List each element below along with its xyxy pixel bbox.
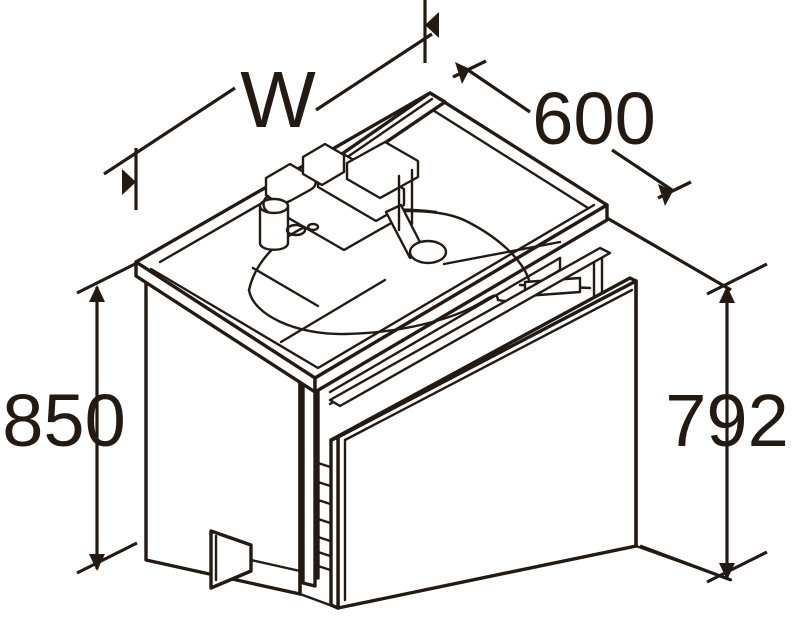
dimension-depth-600: 600 <box>452 59 692 206</box>
dimension-label-height-cabinet: 792 <box>665 379 788 462</box>
pull-out-drawer-front <box>328 246 638 610</box>
accessory-cup-body <box>258 204 290 251</box>
height850-leader-top <box>76 261 138 295</box>
faucet-spout-arm <box>345 140 420 200</box>
drawer-front-left-thickness <box>329 435 340 610</box>
dimension-label-depth: 600 <box>532 77 655 160</box>
width-leader-left <box>103 86 236 176</box>
height850-leader-bottom <box>76 541 138 575</box>
countertop-right-apron <box>313 203 609 394</box>
cabinet-base-edges <box>298 544 733 610</box>
height792-leader-bottom <box>706 550 768 584</box>
accessory-cup-rim <box>258 197 290 215</box>
dimension-width-W: W <box>103 0 439 210</box>
depth-leader-upper <box>467 68 531 114</box>
height792-leader-top <box>706 262 768 296</box>
dimension-height-792: 792 <box>606 216 789 584</box>
basin-bowl-front <box>247 288 500 336</box>
height792-extension-diagonal <box>606 216 732 292</box>
faucet-hook-detail <box>262 194 270 214</box>
dimension-height-850: 850 <box>2 261 138 575</box>
drawer-frame-top-edge <box>328 256 562 394</box>
dimension-label-height-total: 850 <box>2 379 125 462</box>
base-edge-right-leader <box>634 544 733 582</box>
depth-leader-lower <box>611 148 673 192</box>
height850-arrow-top <box>89 285 105 302</box>
faucet-spout-outlet <box>408 239 448 265</box>
dimension-label-width: W <box>240 55 316 144</box>
drawer-handle-recess <box>328 246 612 408</box>
depth-arrow-upper <box>455 62 470 84</box>
width-arrow-right <box>425 12 439 38</box>
countertop-inner-rim-front <box>149 203 596 370</box>
basin-shelf-line-front <box>279 278 387 344</box>
pop-up-button <box>285 223 307 237</box>
height792-arrow-top <box>719 286 735 303</box>
base-edge-left <box>298 592 340 610</box>
drawer-front-inner-top <box>343 288 634 442</box>
height850-arrow-bottom <box>89 554 105 571</box>
width-arrow-left <box>122 169 136 195</box>
foot-plate <box>209 529 253 590</box>
width-leader-right <box>315 32 433 112</box>
mixer-faucet-assembly <box>258 140 448 265</box>
depth-arrow-lower <box>658 184 673 206</box>
counter-back-ledge-line <box>341 97 434 162</box>
counter-right-groove <box>442 240 562 266</box>
basin-shelf-line-left <box>251 266 320 308</box>
foot-brace <box>249 558 302 573</box>
height792-arrow-bottom <box>719 563 735 580</box>
faucet-riser-cap <box>301 142 346 187</box>
pop-up-button-small <box>306 222 320 232</box>
adjustable-foot-bracket <box>209 529 302 590</box>
